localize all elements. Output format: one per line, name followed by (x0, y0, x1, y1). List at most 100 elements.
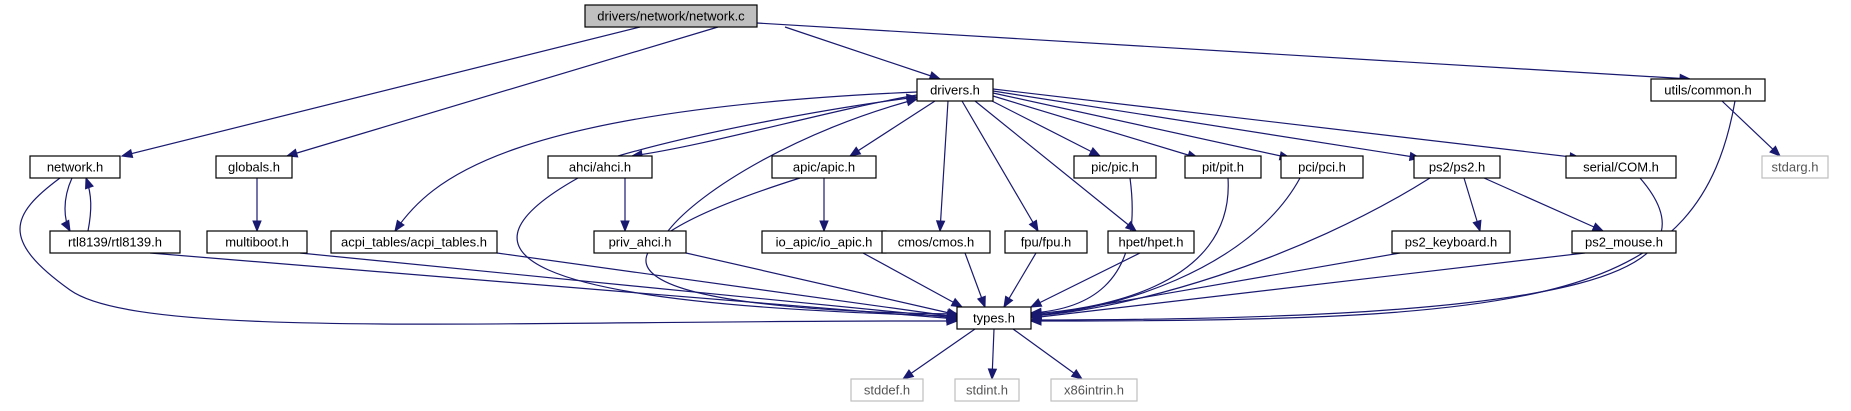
edge-line (902, 328, 976, 380)
edge-line (286, 26, 719, 157)
node-drivers-h[interactable]: drivers.h (916, 78, 994, 102)
edge-line (645, 177, 959, 315)
edge-common-h-to-types-h (1029, 100, 1736, 326)
edge-drivers-h-to-apic-h (848, 100, 936, 157)
edge-line (1012, 328, 1083, 380)
edge-line (685, 252, 959, 316)
edge-types-h-to-stddef-h (901, 328, 976, 380)
node-box (954, 378, 1020, 402)
edge-drivers-h-to-acpi-h (394, 91, 918, 233)
arrowhead (1088, 147, 1102, 157)
node-network-c[interactable]: drivers/network/network.c (584, 4, 758, 28)
node-label: serial/COM.h (1583, 160, 1659, 175)
edge-line (631, 94, 918, 157)
node-label: x86intrin.h (1064, 383, 1124, 398)
edge-line (121, 26, 641, 157)
node-multiboot-h[interactable]: multiboot.h (206, 230, 308, 254)
node-label: multiboot.h (225, 235, 289, 250)
node-label: priv_ahci.h (609, 235, 672, 250)
node-pic-h[interactable]: pic/pic.h (1073, 155, 1157, 179)
node-box (881, 230, 991, 254)
node-box (850, 378, 924, 402)
node-ps2-keyboard-h[interactable]: ps2_keyboard.h (1391, 230, 1511, 254)
node-globals-h[interactable]: globals.h (215, 155, 293, 179)
edge-priv-ahci-h-to-drivers-h (667, 97, 919, 232)
arrowhead (1591, 222, 1605, 232)
node-box (1073, 155, 1157, 179)
node-ps2-mouse-h[interactable]: ps2_mouse.h (1571, 230, 1677, 254)
node-label: drivers/network/network.c (597, 9, 745, 24)
node-io-apic-h[interactable]: io_apic/io_apic.h (761, 230, 887, 254)
node-com-h[interactable]: serial/COM.h (1565, 155, 1677, 179)
node-apic-h[interactable]: apic/apic.h (771, 155, 877, 179)
edge-drivers-h-to-pic-h (989, 99, 1102, 157)
edge-line (974, 100, 1137, 232)
edge-line (299, 252, 958, 319)
node-types-h[interactable]: types.h (956, 306, 1032, 330)
edge-drivers-h-to-com-h (992, 88, 1582, 162)
edge-types-h-to-x86intrin-h (1012, 328, 1084, 380)
arrowhead (976, 295, 986, 309)
edge-line (992, 95, 1199, 159)
node-hpet-h[interactable]: hpet/hpet.h (1107, 230, 1195, 254)
node-priv-ahci-h[interactable]: priv_ahci.h (593, 230, 687, 254)
edge-line (1030, 100, 1736, 322)
edge-line (784, 26, 941, 80)
edge-line (617, 96, 918, 157)
node-pit-h[interactable]: pit/pit.h (1184, 155, 1262, 179)
node-box (1280, 155, 1364, 179)
edge-ahci-h-to-drivers-h (617, 93, 919, 157)
node-acpi-h[interactable]: acpi_tables/acpi_tables.h (330, 230, 498, 254)
node-box (29, 155, 121, 179)
edge-network-c-to-network-h (120, 26, 641, 159)
arrowhead (947, 309, 960, 319)
edge-network-c-to-common-h (756, 22, 1692, 84)
arrowhead (620, 220, 630, 233)
edge-line (496, 252, 958, 318)
node-ahci-h[interactable]: ahci/ahci.h (547, 155, 653, 179)
node-box (916, 78, 994, 102)
arrowhead (60, 219, 71, 233)
edge-line (1030, 252, 1401, 318)
node-ps2-h[interactable]: ps2/ps2.h (1413, 155, 1501, 179)
node-common-h[interactable]: utils/common.h (1650, 78, 1766, 102)
node-label: globals.h (228, 160, 280, 175)
edge-line (1030, 177, 1431, 317)
node-label: ps2_mouse.h (1585, 235, 1663, 250)
arrowhead (901, 369, 915, 380)
node-box (547, 155, 653, 179)
node-label: io_apic/io_apic.h (776, 235, 873, 250)
node-box (1184, 155, 1262, 179)
node-box (956, 306, 1032, 330)
nodes-layer: drivers/network/network.c drivers.h utils/… (29, 4, 1829, 402)
arrowhead (1070, 369, 1084, 380)
node-pci-h[interactable]: pci/pci.h (1280, 155, 1364, 179)
node-box (330, 230, 498, 254)
node-cmos-h[interactable]: cmos/cmos.h (881, 230, 991, 254)
node-fpu-h[interactable]: fpu/fpu.h (1004, 230, 1088, 254)
edge-acpi-h-to-types-h (496, 252, 959, 321)
arrowhead (935, 220, 946, 233)
node-label: stdint.h (966, 383, 1008, 398)
node-box (1565, 155, 1677, 179)
node-box (1650, 78, 1766, 102)
node-rtl8139-h[interactable]: rtl8139/rtl8139.h (49, 230, 181, 254)
arrowhead (1028, 219, 1039, 233)
node-stddef-h: stddef.h (850, 378, 924, 402)
edge-line (1030, 177, 1229, 315)
node-box (584, 4, 758, 28)
edge-common-h-to-stdarg-h (1721, 100, 1781, 157)
edge-cmos-h-to-types-h (964, 252, 986, 309)
edge-line (667, 98, 918, 232)
node-network-h[interactable]: network.h (29, 155, 121, 179)
edge-ahci-h-to-priv-ahci-h (620, 178, 630, 233)
edge-line (992, 92, 1291, 159)
edge-rtl8139-h-to-network-h (85, 176, 94, 232)
node-box (1004, 230, 1088, 254)
edge-apic-h-to-io-apic-h (819, 178, 829, 233)
node-label: cmos/cmos.h (898, 235, 975, 250)
edge-line (149, 252, 958, 320)
edge-network-c-to-globals-h (285, 26, 719, 158)
arrowhead (1769, 145, 1781, 157)
edge-line (862, 252, 963, 308)
